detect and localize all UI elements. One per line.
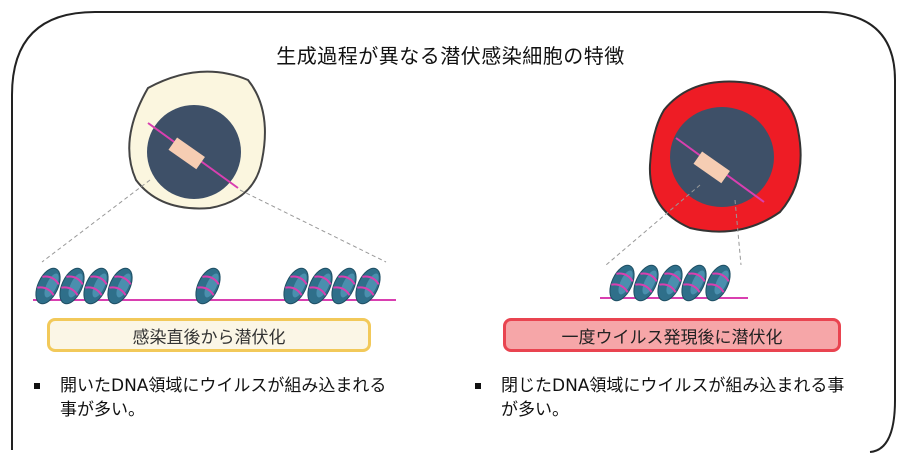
label-latent-after-expression: 一度ウイルス発現後に潜伏化 [503,318,841,352]
nucleosome [195,267,221,305]
nucleosome [283,267,309,305]
nucleosome [657,264,683,302]
left-zoom-line [239,189,387,263]
right-zoom-line [734,199,742,266]
outer-frame [11,11,896,453]
nucleosome [59,267,85,305]
bullet-right-line2: が多い。 [501,400,569,420]
left-virus-segment [168,137,205,170]
nucleosome [705,264,731,302]
nucleosome [331,267,357,305]
nucleosome [355,267,381,305]
nucleosome [681,264,707,302]
nucleosome [307,267,333,305]
nucleosome [107,267,133,305]
left-cell [128,70,266,210]
bullet-left-text: 開いたDNA領域にウイルスが組み込まれる 事が多い。 [60,374,386,422]
bullet-right: 閉じたDNA領域にウイルスが組み込まれる事 が多い。 [475,374,895,434]
bullet-marker [34,383,40,389]
nucleosome [609,264,635,302]
bullet-left-line1: 開いたDNA領域にウイルスが組み込まれる [60,376,387,396]
right-virus-segment [693,151,730,184]
page-title: 生成過程が異なる潜伏感染細胞の特徴 [276,44,625,68]
left-zoom-line [41,179,151,263]
right-nucleus [670,107,774,207]
label-infected-latent-immediately: 感染直後から潜伏化 [47,318,371,352]
left-chromatin [33,267,396,305]
bullet-left: 開いたDNA領域にウイルスが組み込まれる 事が多い。 [34,374,454,434]
bullet-left-line2: 事が多い。 [60,400,145,420]
bullet-marker [475,383,481,389]
right-cell [648,80,802,233]
nucleosome [633,264,659,302]
nucleosome [35,267,61,305]
right-chromatin [600,264,748,302]
bullet-right-text: 閉じたDNA領域にウイルスが組み込まれる事 が多い。 [501,374,844,422]
bullet-right-line1: 閉じたDNA領域にウイルスが組み込まれる事 [501,376,845,396]
nucleosome [83,267,109,305]
